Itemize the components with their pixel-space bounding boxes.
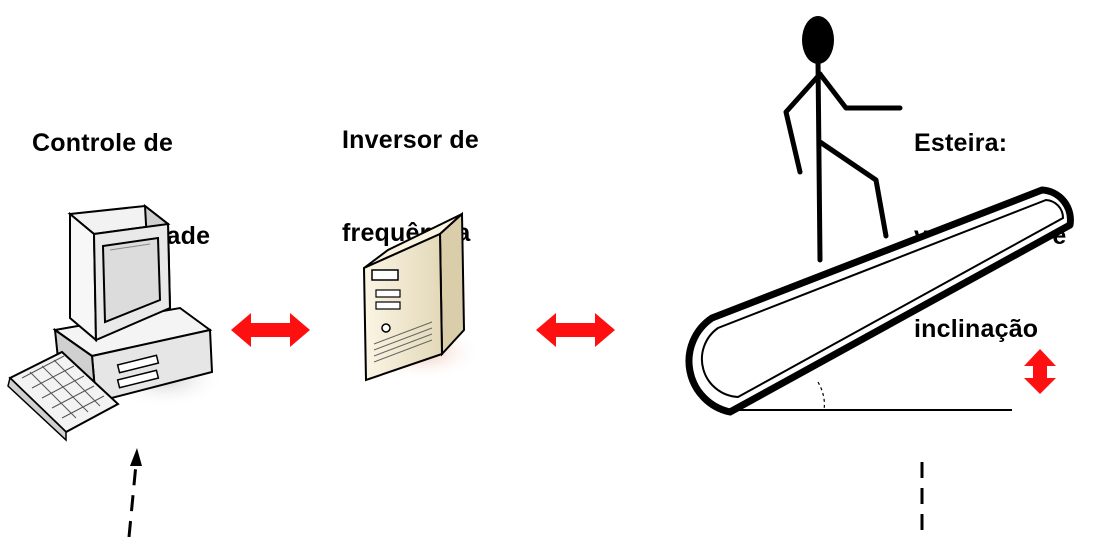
treadmill-belt-icon: [685, 186, 1074, 416]
label-esteira-line-3: inclinação: [914, 315, 1039, 343]
keyboard-icon: [7, 350, 120, 442]
label-esteira-line-1: Esteira:: [914, 129, 1008, 157]
label-inversor-line-1: Inversor de: [342, 126, 479, 154]
incline-angle-arc-icon: [817, 381, 825, 411]
double-arrow-icon: [231, 313, 310, 347]
vertical-double-arrow-icon: [1024, 349, 1056, 394]
stick-figure-icon: [783, 16, 903, 263]
double-arrow-icon: [536, 313, 615, 347]
computer-icon: [7, 203, 225, 442]
dashed-input-arrow: [127, 448, 142, 537]
label-controle-line-1: Controle de: [32, 129, 174, 157]
server-tower-icon: [362, 211, 481, 382]
